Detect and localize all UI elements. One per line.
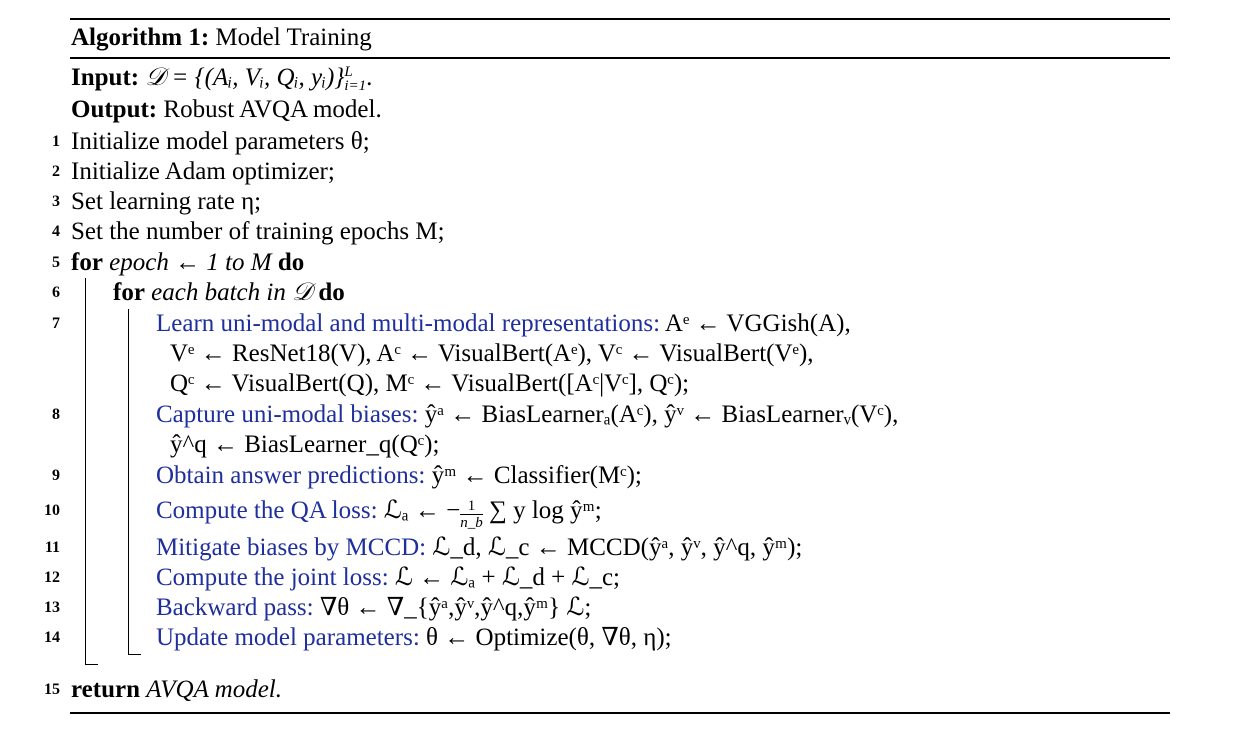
for-keyword: for [71, 249, 103, 276]
step-15-return: return AVQA model. [71, 676, 282, 704]
line-number: 12 [44, 569, 60, 586]
title-rule [70, 57, 1170, 59]
step-description: Compute the joint loss: [156, 564, 389, 591]
step-expression: ŷᵐ ← Classifier(Mᶜ); [431, 462, 642, 489]
step-description: Mitigate biases by MCCD: [156, 534, 427, 561]
loop-range: epoch ← 1 to M [109, 249, 272, 276]
step-expression: Aᵉ ← VGGish(A), [664, 310, 851, 337]
step-description: Backward pass: [156, 594, 314, 621]
step-8-line-1: Capture uni-modal biases: ŷᵃ ← BiasLearn… [156, 401, 898, 429]
step-7-line-1: Learn uni-modal and multi-modal represen… [156, 310, 851, 338]
line-number: 9 [52, 467, 60, 484]
step-expression: θ ← Optimize(θ, ∇θ, η); [426, 624, 672, 651]
line-number: 11 [44, 539, 60, 556]
step-description: Learn uni-modal and multi-modal represen… [156, 310, 661, 337]
step-description: Obtain answer predictions: [156, 462, 426, 489]
loss-lhs: ℒₐ ← − [383, 497, 461, 524]
line-number: 3 [52, 193, 60, 210]
step-expression: ŷᵃ ← BiasLearnerₐ(Aᶜ), ŷᵛ ← BiasLearnerᵥ… [424, 401, 899, 428]
input-sub: i=1 [344, 78, 367, 95]
step-6-inner-loop: for each batch in 𝒟 do [113, 279, 345, 307]
return-keyword: return [71, 676, 140, 703]
step-description: Update model parameters: [156, 624, 420, 651]
step-12: Compute the joint loss: ℒ ← ℒₐ + ℒ_d + ℒ… [156, 564, 620, 592]
algorithm-label: Algorithm 1: [71, 24, 210, 51]
line-number: 14 [44, 629, 60, 646]
step-expression: ℒ ← ℒₐ + ℒ_d + ℒ_c; [394, 564, 621, 591]
algorithm-name: Model Training [215, 24, 372, 51]
output-text: Robust AVQA model. [163, 96, 382, 123]
step-4: Set the number of training epochs M; [71, 218, 445, 245]
step-8-line-2: ŷ^q ← BiasLearner_q(Qᶜ); [170, 431, 440, 458]
top-rule [70, 18, 1170, 20]
outer-loop-bracket-foot [85, 664, 98, 665]
line-number: 13 [44, 599, 60, 616]
step-2: Initialize Adam optimizer; [71, 158, 335, 185]
line-number: 5 [52, 254, 60, 271]
step-11: Mitigate biases by MCCD: ℒ_d, ℒ_c ← MCCD… [156, 534, 802, 562]
step-5-outer-loop: for epoch ← 1 to M do [71, 249, 304, 277]
line-number: 15 [44, 681, 60, 698]
do-keyword: do [277, 249, 305, 276]
step-3: Set learning rate η; [71, 188, 262, 215]
return-value: AVQA model. [146, 676, 283, 703]
step-description: Capture uni-modal biases: [156, 401, 419, 428]
step-expression: ∇θ ← ∇_{ŷᵃ,ŷᵛ,ŷ^q,ŷᵐ} ℒ; [319, 594, 592, 621]
step-1: Initialize model parameters θ; [71, 128, 370, 155]
fraction-denominator: n_b [460, 515, 483, 531]
bottom-rule [70, 712, 1170, 714]
line-number: 4 [52, 223, 60, 240]
output-line: Output: Robust AVQA model. [71, 96, 382, 124]
line-number: 6 [52, 284, 60, 301]
input-end: . [366, 64, 373, 91]
step-14: Update model parameters: θ ← Optimize(θ,… [156, 624, 672, 652]
outer-loop-bracket [85, 278, 86, 664]
for-keyword: for [113, 279, 145, 306]
output-label: Output: [71, 96, 158, 123]
do-keyword: do [318, 279, 345, 306]
line-number: 10 [44, 502, 60, 519]
line-number: 7 [52, 315, 60, 332]
step-7-line-3: Qᶜ ← VisualBert(Q), Mᶜ ← VisualBert([Aᶜ|… [170, 370, 690, 397]
input-label: Input: [71, 64, 140, 91]
input-sup: L [344, 64, 353, 81]
step-9: Obtain answer predictions: ŷᵐ ← Classifi… [156, 462, 642, 490]
inner-loop-bracket [128, 309, 129, 654]
loop-range: each batch in 𝒟 [151, 279, 313, 306]
loss-rhs: ∑ y log ŷᵐ; [489, 497, 602, 524]
input-text: 𝒟 = {(Aᵢ, Vᵢ, Qᵢ, yᵢ)} [145, 64, 345, 91]
step-description: Compute the QA loss: [156, 497, 378, 524]
inner-loop-bracket-foot [128, 654, 141, 655]
line-number: 8 [52, 406, 60, 423]
step-7-line-2: Vᵉ ← ResNet18(V), Aᶜ ← VisualBert(Aᵉ), V… [170, 340, 814, 367]
fraction-numerator: 1 [460, 498, 483, 515]
step-expression: ℒ_d, ℒ_c ← MCCD(ŷᵃ, ŷᵛ, ŷ^q, ŷᵐ); [432, 534, 803, 561]
line-number: 2 [52, 163, 60, 180]
step-13: Backward pass: ∇θ ← ∇_{ŷᵃ,ŷᵛ,ŷ^q,ŷᵐ} ℒ; [156, 594, 591, 622]
algorithm-title: Algorithm 1: Model Training [71, 24, 372, 52]
line-number: 1 [52, 133, 60, 150]
